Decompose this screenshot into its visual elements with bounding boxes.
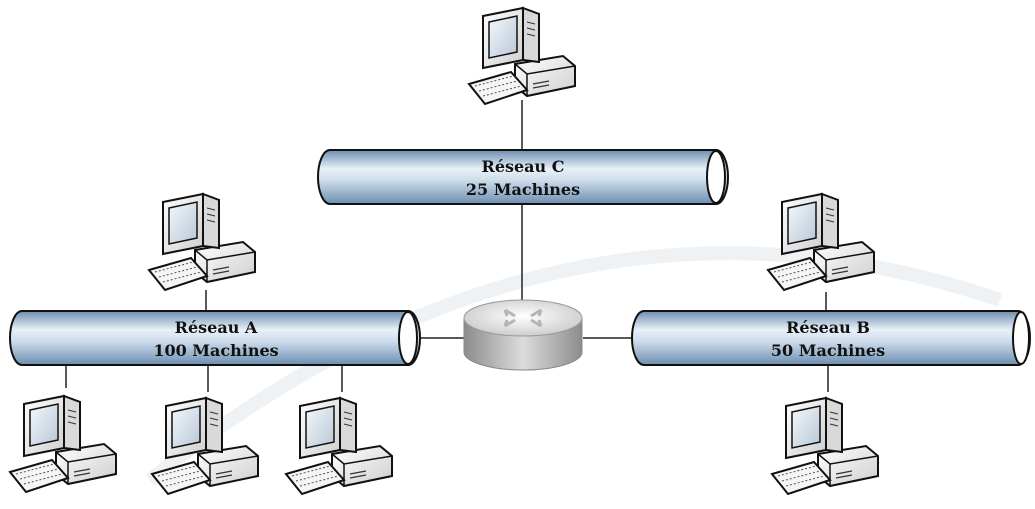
desktop-computer-icon — [468, 7, 576, 105]
network-a-bus: Réseau A 100 Machines — [9, 310, 421, 366]
network-c-name: Réseau C — [482, 157, 565, 176]
network-a-machines: 100 Machines — [153, 341, 278, 360]
network-c-machines: 25 Machines — [466, 180, 580, 199]
network-a-name: Réseau A — [175, 318, 258, 337]
router-icon — [463, 299, 583, 371]
network-b-machines: 50 Machines — [771, 341, 885, 360]
bus-end-cap — [706, 150, 726, 204]
desktop-computer-icon — [9, 395, 117, 493]
network-b-bus: Réseau B 50 Machines — [631, 310, 1031, 366]
network-c-bus: Réseau C 25 Machines — [317, 149, 729, 205]
desktop-computer-icon — [148, 193, 256, 291]
desktop-computer-icon — [767, 193, 875, 291]
network-b-name: Réseau B — [786, 318, 870, 337]
bus-end-cap — [398, 311, 418, 365]
background-watermark-arc — [145, 246, 1003, 486]
desktop-computer-icon — [771, 397, 879, 495]
desktop-computer-icon — [285, 397, 393, 495]
bus-end-cap — [1012, 311, 1030, 365]
connection-lines — [65, 100, 829, 392]
